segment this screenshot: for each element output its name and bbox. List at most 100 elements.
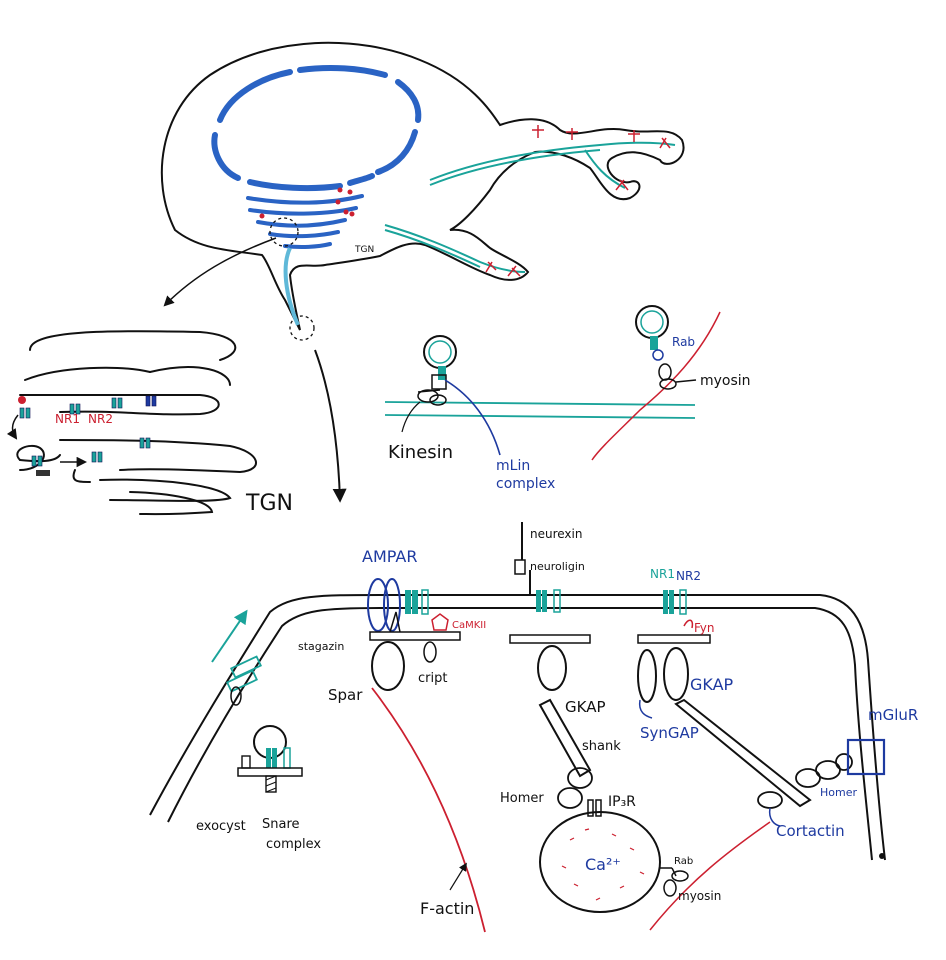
myosin-bottom-label: myosin	[678, 889, 721, 903]
spar-protein	[371, 641, 405, 691]
exocyst-box	[241, 755, 251, 769]
myosin-vesicle-receptor	[650, 336, 658, 350]
calcium-ions	[561, 828, 645, 901]
kinesin-pointer	[401, 401, 421, 433]
nr1-golgi-label: NR1	[55, 412, 80, 426]
calcium-label: Ca²⁺	[585, 855, 621, 874]
synapse-arrow	[314, 349, 347, 503]
shank-protein	[538, 698, 592, 778]
microtubule-track	[384, 401, 696, 419]
myosin-bottom-motor	[660, 867, 689, 897]
cript-label: cript	[418, 671, 447, 686]
psd-plate-ampar	[369, 631, 461, 641]
golgi-cargo	[259, 187, 355, 219]
syngap-label: SynGAP	[640, 724, 699, 742]
stargazin-shape	[389, 611, 401, 633]
factin-label: F-actin	[420, 899, 474, 918]
neurexin-label: neurexin	[530, 527, 582, 541]
stargazin-label: stagazin	[298, 640, 344, 653]
exocytosis-plate	[237, 767, 303, 777]
fyn-label: Fyn	[694, 621, 715, 635]
axon-zoom-marker	[289, 315, 315, 341]
rab-top	[652, 349, 664, 361]
cript-protein	[423, 641, 437, 663]
tgn-small-label: TGN	[354, 245, 374, 255]
mlin-pointer	[444, 379, 501, 456]
snare-hatch	[265, 775, 277, 793]
ampar-label: AMPAR	[362, 547, 417, 566]
golgi-zoom	[16, 330, 257, 516]
exocytosis-arrow	[211, 609, 248, 663]
ip3r-channel	[587, 799, 594, 817]
nr2-golgi-label: NR2	[88, 412, 113, 426]
psd-plate-nmda	[637, 634, 711, 644]
homer-left-protein	[557, 767, 593, 809]
gkap-left-label: GKAP	[565, 698, 606, 716]
er-calcium-store	[539, 811, 661, 913]
rab-top-label: Rab	[672, 335, 695, 349]
mlin-label-line1: mLin	[496, 458, 530, 474]
golgi-receptors	[19, 395, 157, 467]
ip3r-label: IP₃R	[608, 794, 636, 810]
ampar-receptor-icon	[367, 578, 429, 632]
cortactin-label: Cortactin	[776, 822, 845, 840]
syngap-pointer	[638, 699, 653, 719]
exocytic-vesicle-receptor	[266, 747, 291, 769]
gkap-right-protein	[663, 647, 689, 701]
golgi-zoom-arrow	[163, 237, 277, 307]
mlin-label-line2: complex	[496, 476, 555, 492]
factin-pointer	[449, 862, 467, 891]
snare-box	[265, 775, 277, 793]
myosin-top-label: myosin	[700, 373, 751, 389]
golgi-exit-arrow	[6, 414, 19, 440]
neuron-soma	[160, 41, 685, 331]
homer-right-protein	[795, 753, 853, 788]
gkap-left-protein	[537, 645, 567, 691]
homer-right-label: Homer	[820, 786, 857, 799]
neuroligin-label: neuroligin	[530, 560, 585, 573]
gkap-right-label: GKAP	[690, 675, 734, 694]
fyn-shape	[683, 619, 694, 629]
nr1-syn-label: NR1	[650, 567, 675, 581]
membrane-receptor-insertion	[226, 655, 262, 706]
mid-receptor-icon	[536, 589, 561, 613]
vesicle-receptor	[438, 366, 446, 380]
spar-label: Spar	[328, 686, 363, 704]
snare-label-line1: Snare	[262, 817, 300, 832]
ip3r-channel-2	[595, 799, 602, 817]
psd-plate-mid	[509, 634, 591, 644]
mlin-adaptor	[431, 374, 447, 390]
mglur-receptor-icon	[846, 738, 886, 776]
spine-membrane	[149, 594, 886, 861]
cortactin-protein	[757, 791, 783, 809]
kinesin-motor	[417, 389, 447, 406]
shank-right	[674, 698, 812, 808]
factin-filament	[371, 687, 486, 933]
dendrite-microtubules	[384, 141, 676, 273]
kinesin-label: Kinesin	[388, 442, 453, 463]
shank-label: shank	[582, 739, 621, 754]
homer-left-label: Homer	[500, 791, 544, 806]
kinesin-vesicle-inner	[428, 340, 452, 364]
tgn-large-label: TGN	[245, 491, 293, 516]
mglur-label: mGluR	[868, 706, 918, 724]
actin-filament-top	[591, 311, 721, 461]
nucleus-envelope	[211, 64, 422, 192]
syngap-protein	[637, 649, 657, 703]
myosin-vesicle-inner	[640, 310, 664, 334]
myosin-motor	[658, 363, 697, 390]
snare-label-line2: complex	[266, 837, 321, 852]
camkii-icon	[431, 613, 449, 631]
camkii-label: CaMKII	[452, 620, 486, 631]
neuroligin-box	[514, 559, 526, 575]
rab-bottom-label: Rab	[674, 856, 693, 867]
nmda-receptor-icon	[663, 589, 687, 615]
actin-filament-bottom	[649, 821, 771, 931]
golgi-red-cargo	[18, 396, 26, 404]
exocyst-label: exocyst	[196, 819, 246, 834]
dendrite-actin	[485, 125, 671, 277]
golgi-zoom-marker	[269, 217, 299, 247]
cortactin-pointer	[768, 807, 781, 827]
golgi-apparatus	[246, 194, 364, 250]
